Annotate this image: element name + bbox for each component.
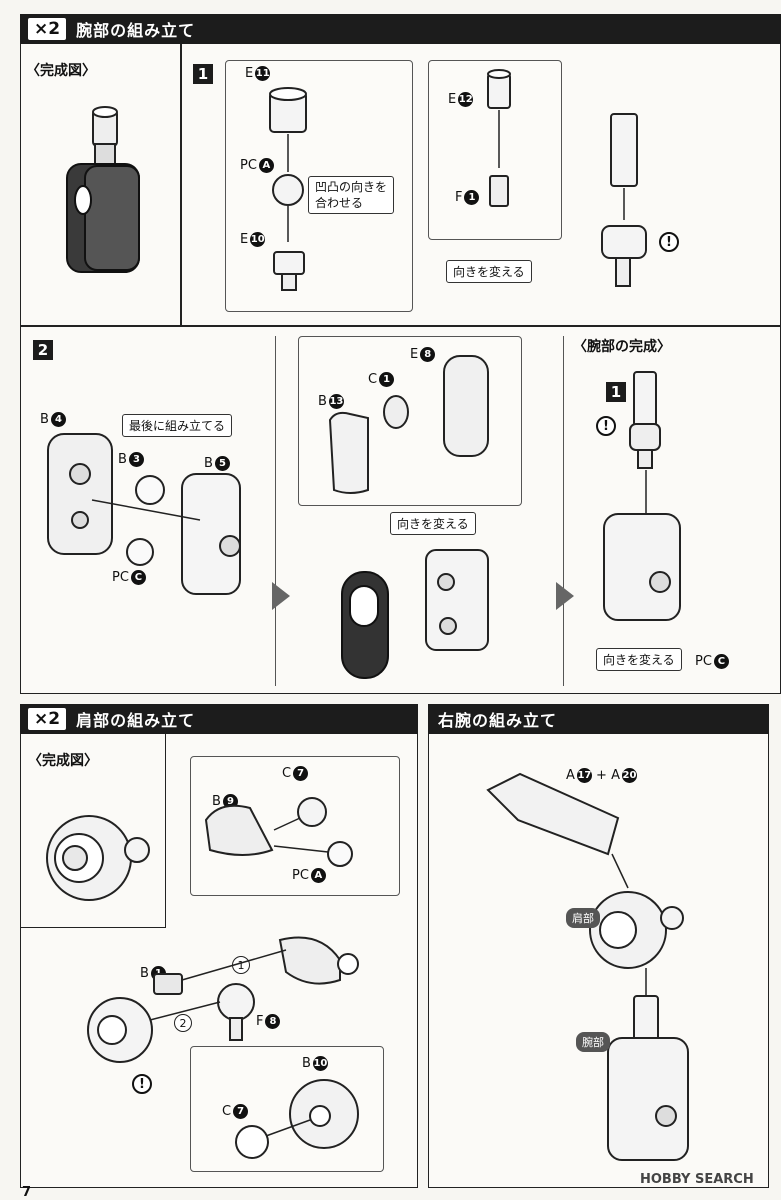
callout-change-direction: 向きを変える [390, 512, 476, 535]
step-number: 2 [33, 340, 53, 360]
watermark: HOBBY SEARCH [640, 1172, 754, 1187]
order-marker: 2 [174, 1014, 192, 1032]
callout-assemble-last: 最後に組み立てる [122, 414, 233, 437]
divider [563, 336, 564, 686]
complete-box [20, 734, 166, 928]
step-number: 1 [193, 64, 213, 84]
divider [275, 336, 276, 686]
shoulder-middle-illustration [87, 936, 359, 1063]
complete-label: 〈完成図〉 [28, 753, 98, 769]
arm-section-header: ×2 腕部の組み立て [20, 14, 781, 44]
next-arrow [272, 582, 290, 610]
callout-align-notches: 凹凸の向きを 合わせる [308, 176, 395, 214]
complete-label: 〈完成図〉 [26, 63, 96, 79]
caution-icon: ! [659, 232, 679, 252]
right-arm-illustration [486, 772, 689, 1161]
section-title: 腕部の組み立て [76, 21, 196, 40]
arm-complete-illustration [603, 371, 681, 621]
shoulder-top-illustration [204, 797, 353, 867]
callout-change-direction: 向きを変える [446, 260, 532, 283]
right-arm-section-header: 右腕の組み立て [428, 704, 769, 734]
caution-icon: ! [596, 416, 616, 436]
shoulder-section-header: ×2 肩部の組み立て [20, 704, 418, 734]
tag-shoulder: 肩部 [566, 908, 600, 928]
step2-parts-illustration [47, 433, 241, 595]
caution-icon: ! [132, 1074, 152, 1094]
arm-complete-label: 〈腕部の完成〉 [573, 339, 671, 355]
quantity-badge: ×2 [28, 708, 67, 730]
shoulder-bottom-illustration [235, 1079, 359, 1159]
divider [180, 44, 182, 326]
page-number: 7 [22, 1185, 32, 1200]
step-ref: 1 [606, 382, 626, 402]
step2-detail-illustration [328, 355, 489, 679]
step1-parts-illustration [269, 69, 647, 291]
shoulder-complete-illustration [46, 815, 150, 901]
section-title: 右腕の組み立て [438, 711, 558, 730]
callout-change-direction: 向きを変える [596, 648, 682, 671]
tag-arm: 腕部 [576, 1032, 610, 1052]
completed-arm-illustration [66, 106, 140, 273]
quantity-badge: ×2 [28, 18, 67, 40]
next-arrow [556, 582, 574, 610]
section-title: 肩部の組み立て [76, 711, 196, 730]
